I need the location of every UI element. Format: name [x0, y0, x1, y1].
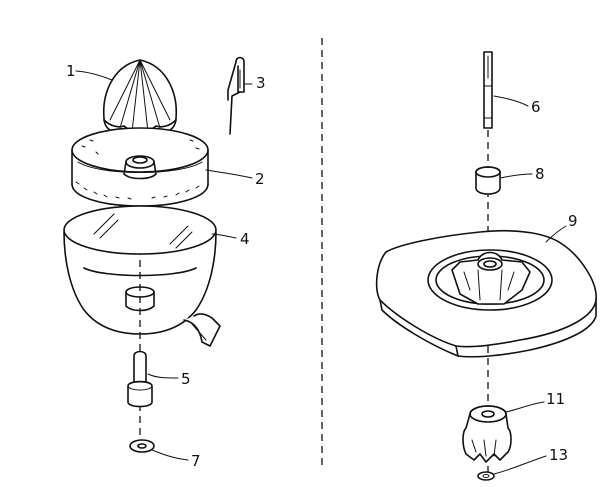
part-6-drive-shaft [483, 51, 493, 129]
part-label-9: 9 [568, 212, 578, 230]
part-label-8: 8 [535, 165, 545, 183]
part-label-1: 1 [66, 62, 76, 80]
part-label-5: 5 [181, 370, 191, 388]
part-13-nut [477, 471, 495, 481]
part-2-strainer [71, 127, 209, 207]
part-label-2: 2 [255, 170, 265, 188]
part-label-6: 6 [531, 98, 541, 116]
part-8-coupling [475, 166, 501, 195]
part-label-11: 11 [546, 390, 565, 408]
part-3-clip [227, 56, 245, 135]
part-11-gear [462, 405, 512, 463]
part-5-shaft [127, 350, 153, 408]
part-4-juice-bowl [63, 205, 221, 347]
part-label-3: 3 [256, 74, 266, 92]
part-label-13: 13 [549, 446, 568, 464]
part-1-reamer-cone [102, 59, 178, 138]
part-label-7: 7 [191, 452, 201, 470]
part-9-motor-base [375, 229, 597, 358]
part-7-washer [129, 439, 155, 453]
leader-lines [75, 70, 567, 475]
part-label-4: 4 [240, 230, 250, 248]
